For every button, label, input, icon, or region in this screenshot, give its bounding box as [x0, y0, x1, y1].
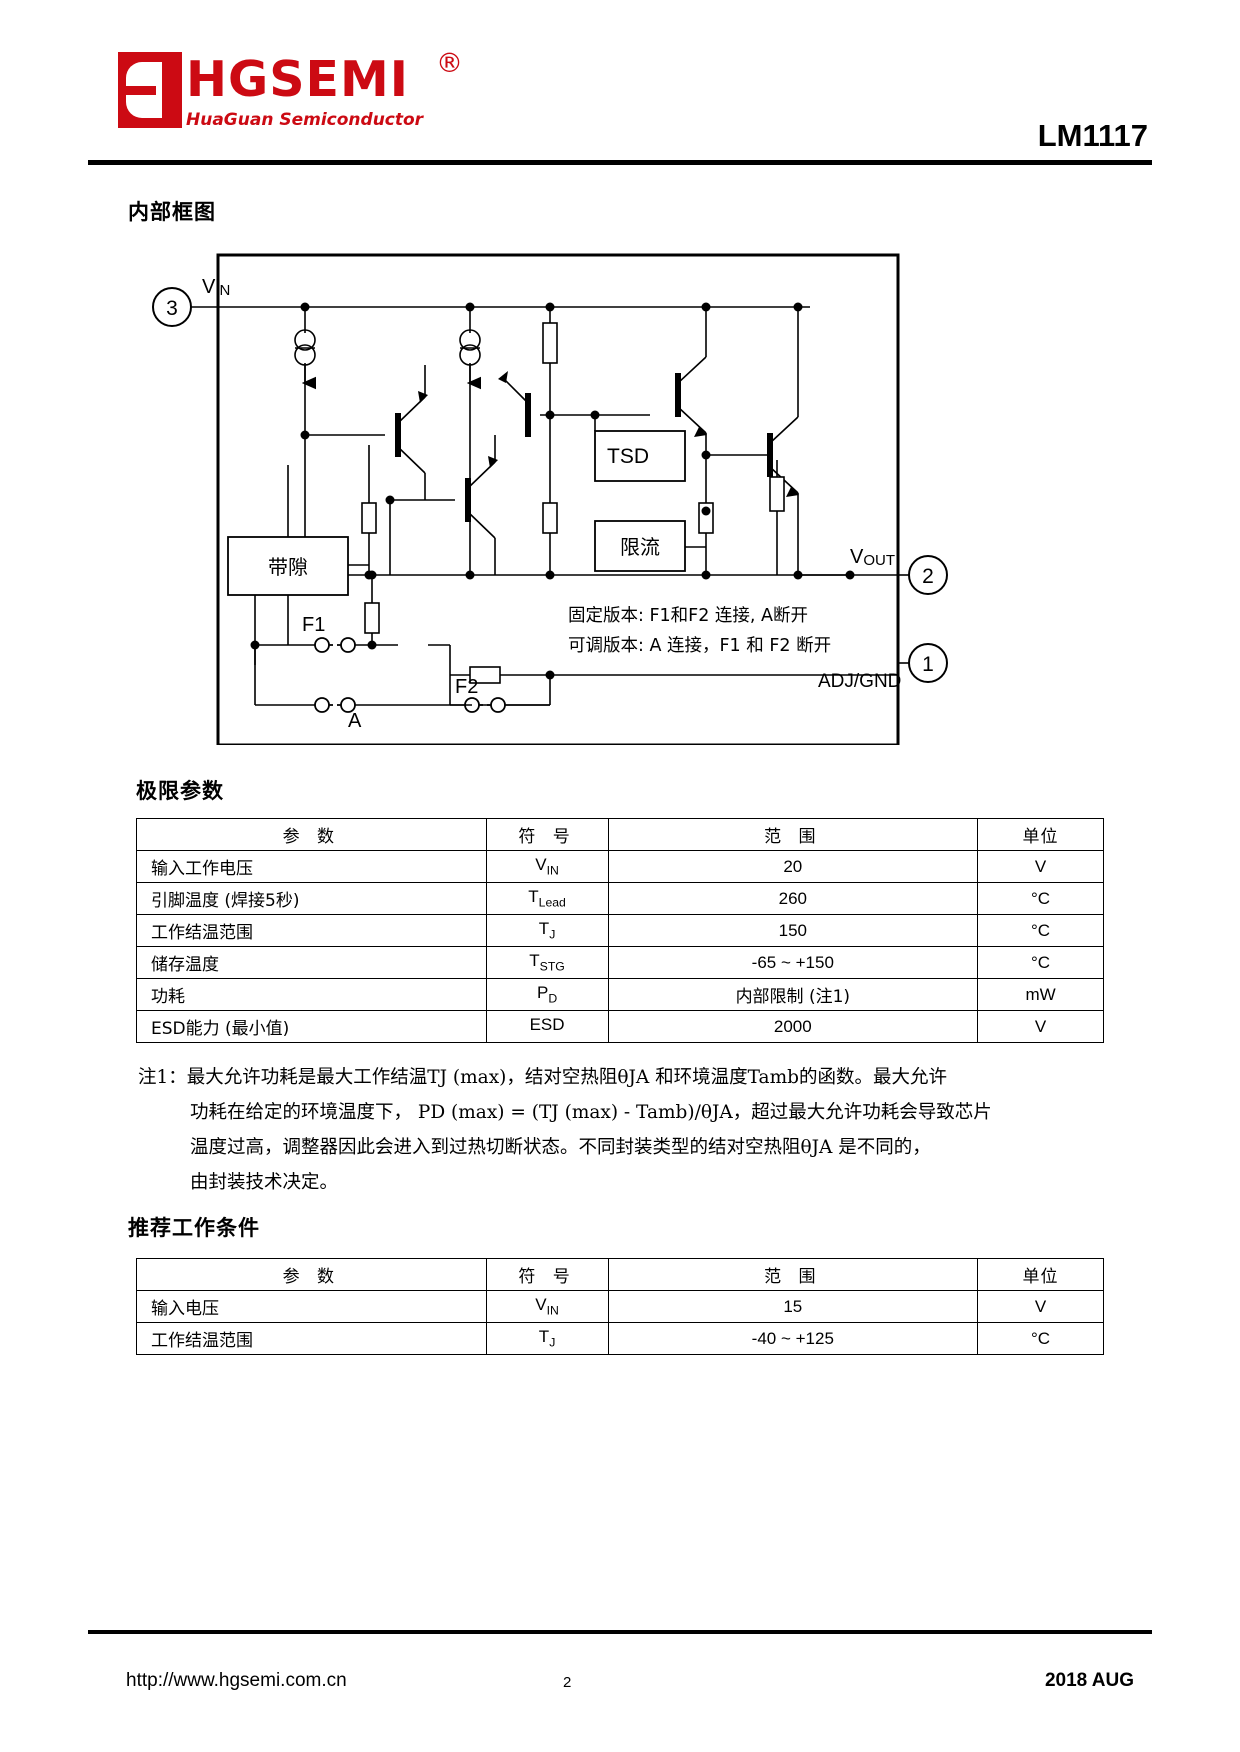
param-symbol: PD	[485, 978, 609, 1011]
header-range: 范 围	[607, 1258, 979, 1291]
table-row: 引脚温度 (焊接5秒) TLead 260 °C	[136, 882, 1104, 915]
internal-block-diagram: TSD 限流 带隙 F1 F2 A 3 2 1 VIN VOUT ADJ/GND…	[150, 245, 1050, 745]
company-logo: HGSEMI HuaGuan Semiconductor ®	[118, 48, 463, 130]
param-unit: °C	[977, 946, 1104, 979]
param-unit: °C	[977, 882, 1104, 915]
param-name: 工作结温范围	[136, 914, 487, 947]
param-symbol: VIN	[485, 850, 609, 883]
param-unit: °C	[977, 914, 1104, 947]
header-unit: 单位	[977, 818, 1104, 851]
param-symbol: ESD	[485, 1010, 609, 1043]
table-header-row: 参 数 符 号 范 围 单位	[136, 818, 1104, 851]
page-footer: http://www.hgsemi.com.cn 2 2018 AUG	[88, 1650, 1152, 1710]
logo-name: HGSEMI	[186, 51, 409, 108]
param-symbol: TJ	[485, 914, 609, 947]
param-unit: V	[977, 1010, 1104, 1043]
param-name: 功耗	[136, 978, 487, 1011]
pin-3-number: 3	[166, 297, 178, 320]
note-1-block: 注1：最大允许功耗是最大工作结温TJ (max)，结对空热阻θJA 和环境温度T…	[138, 1060, 1118, 1200]
footer-page-number: 2	[563, 1674, 572, 1691]
param-range: -40 ~ +125	[607, 1322, 979, 1355]
param-name: ESD能力 (最小值)	[136, 1010, 487, 1043]
switch-f2-label: F2	[455, 676, 478, 698]
recommended-operating-conditions-table: 参 数 符 号 范 围 单位 输入电压 VIN 15 V 工作结温范围 TJ -…	[136, 1258, 1104, 1355]
param-symbol: TJ	[485, 1322, 609, 1355]
table-row: 工作结温范围 TJ -40 ~ +125 °C	[136, 1322, 1104, 1355]
param-range: -65 ~ +150	[607, 946, 979, 979]
footer-url[interactable]: http://www.hgsemi.com.cn	[126, 1670, 347, 1691]
note-line-4: 由封装技术决定。	[190, 1172, 339, 1193]
param-symbol: VIN	[485, 1290, 609, 1323]
table-row: 输入电压 VIN 15 V	[136, 1290, 1104, 1323]
section-title-block-diagram: 内部框图	[128, 200, 216, 224]
param-name: 输入电压	[136, 1290, 487, 1323]
param-symbol: TLead	[485, 882, 609, 915]
header-range: 范 围	[607, 818, 979, 851]
header-symbol: 符 号	[485, 818, 609, 851]
table-row: ESD能力 (最小值) ESD 2000 V	[136, 1010, 1104, 1043]
table-row: 输入工作电压 VIN 20 V	[136, 850, 1104, 883]
pin-2-number: 2	[922, 565, 934, 588]
current-limit-block-label: 限流	[620, 535, 660, 559]
param-name: 储存温度	[136, 946, 487, 979]
param-symbol: TSTG	[485, 946, 609, 979]
hgsemi-logo-mark-icon	[118, 52, 182, 128]
param-range: 内部限制 (注1)	[607, 978, 979, 1011]
param-unit: V	[977, 1290, 1104, 1323]
note-adjustable-version: 可调版本: A 连接，F1 和 F2 断开	[568, 636, 831, 656]
pin-1-number: 1	[922, 653, 934, 676]
table-row: 功耗 PD 内部限制 (注1) mW	[136, 978, 1104, 1011]
note-line-1: 注1：最大允许功耗是最大工作结温TJ (max)，结对空热阻θJA 和环境温度T…	[138, 1067, 947, 1088]
absolute-maximum-ratings-table: 参 数 符 号 范 围 单位 输入工作电压 VIN 20 V 引脚温度 (焊接5…	[136, 818, 1104, 1043]
logo-text: HGSEMI HuaGuan Semiconductor ®	[186, 48, 463, 130]
section-title-abs-max: 极限参数	[136, 779, 224, 803]
pin-2-label: VOUT	[850, 546, 895, 569]
param-range: 2000	[607, 1010, 979, 1043]
part-number: LM1117	[1037, 118, 1148, 153]
note-line-3: 温度过高，调整器因此会进入到过热切断状态。不同封装类型的结对空热阻θJA 是不同…	[190, 1137, 931, 1158]
param-unit: mW	[977, 978, 1104, 1011]
table-header-row: 参 数 符 号 范 围 单位	[136, 1258, 1104, 1291]
pin-3-label: VIN	[202, 276, 230, 299]
tsd-block-label: TSD	[607, 445, 649, 468]
header-parameter: 参 数	[136, 818, 487, 851]
param-unit: V	[977, 850, 1104, 883]
param-range: 15	[607, 1290, 979, 1323]
param-unit: °C	[977, 1322, 1104, 1355]
logo-subtitle: HuaGuan Semiconductor	[186, 110, 424, 130]
param-name: 输入工作电压	[136, 850, 487, 883]
switch-f1-label: F1	[302, 614, 325, 636]
registered-trademark-icon: ®	[436, 48, 463, 79]
section-title-recommended: 推荐工作条件	[128, 1216, 260, 1240]
note-line-2: 功耗在给定的环境温度下， PD (max) = (TJ (max) - Tamb…	[190, 1102, 992, 1123]
param-range: 20	[607, 850, 979, 883]
param-range: 260	[607, 882, 979, 915]
page-header: HGSEMI HuaGuan Semiconductor ® LM1117	[0, 0, 1240, 170]
header-parameter: 参 数	[136, 1258, 487, 1291]
pin-1-label: ADJ/GND	[818, 671, 901, 692]
table-row: 工作结温范围 TJ 150 °C	[136, 914, 1104, 947]
switch-a-label: A	[348, 710, 362, 732]
param-name: 工作结温范围	[136, 1322, 487, 1355]
note-fixed-version: 固定版本: F1和F2 连接, A断开	[568, 606, 808, 626]
footer-date: 2018 AUG	[1044, 1670, 1134, 1691]
param-name: 引脚温度 (焊接5秒)	[136, 882, 487, 915]
footer-divider	[88, 1630, 1152, 1634]
table-row: 储存温度 TSTG -65 ~ +150 °C	[136, 946, 1104, 979]
param-range: 150	[607, 914, 979, 947]
bandgap-block-label: 带隙	[268, 555, 308, 579]
header-divider	[88, 160, 1152, 165]
header-unit: 单位	[977, 1258, 1104, 1291]
header-symbol: 符 号	[485, 1258, 609, 1291]
